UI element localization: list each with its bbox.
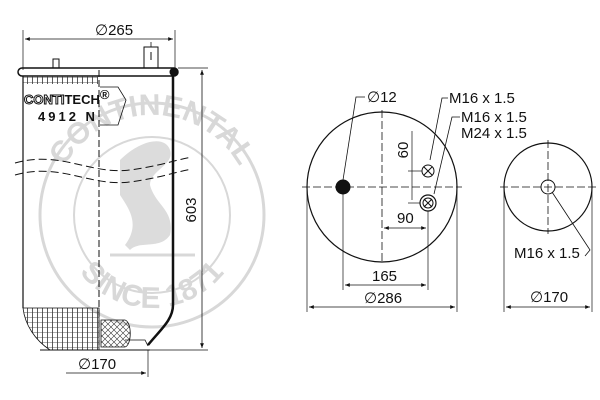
thread-2-label: M16 x 1.5 [461,109,527,126]
bottom-view [500,140,598,312]
thread-3-label: M24 x 1.5 [461,125,527,142]
height-label: 603 [183,197,200,222]
bottom-diameter-label: ∅170 [78,356,116,373]
side-view [14,30,208,377]
brand-logo: CONTITECH® [24,87,110,107]
plate-diameter-label: ∅286 [364,290,402,307]
top-plate-view [302,96,462,312]
pin-spacing-label: 165 [372,268,397,285]
top-diameter-label: ∅265 [95,22,133,39]
horse-icon [120,141,171,250]
bottom-view-diameter-label: ∅170 [530,289,568,306]
watermark-bottom-text: SINCE 1871 [74,255,230,315]
offset-vertical-label: 60 [395,142,412,159]
pin-diameter-label: ∅12 [367,89,397,106]
bottom-thread-label: M16 x 1.5 [514,245,580,262]
svg-text:SINCE 1871: SINCE 1871 [74,255,230,315]
pin-hole [335,179,351,195]
thread-1-label: M16 x 1.5 [449,90,515,107]
part-number: 4912 N [38,109,98,124]
continental-watermark: CONTINENTAL SINCE 1871 [38,89,266,329]
offset-horizontal-label: 90 [397,210,414,227]
